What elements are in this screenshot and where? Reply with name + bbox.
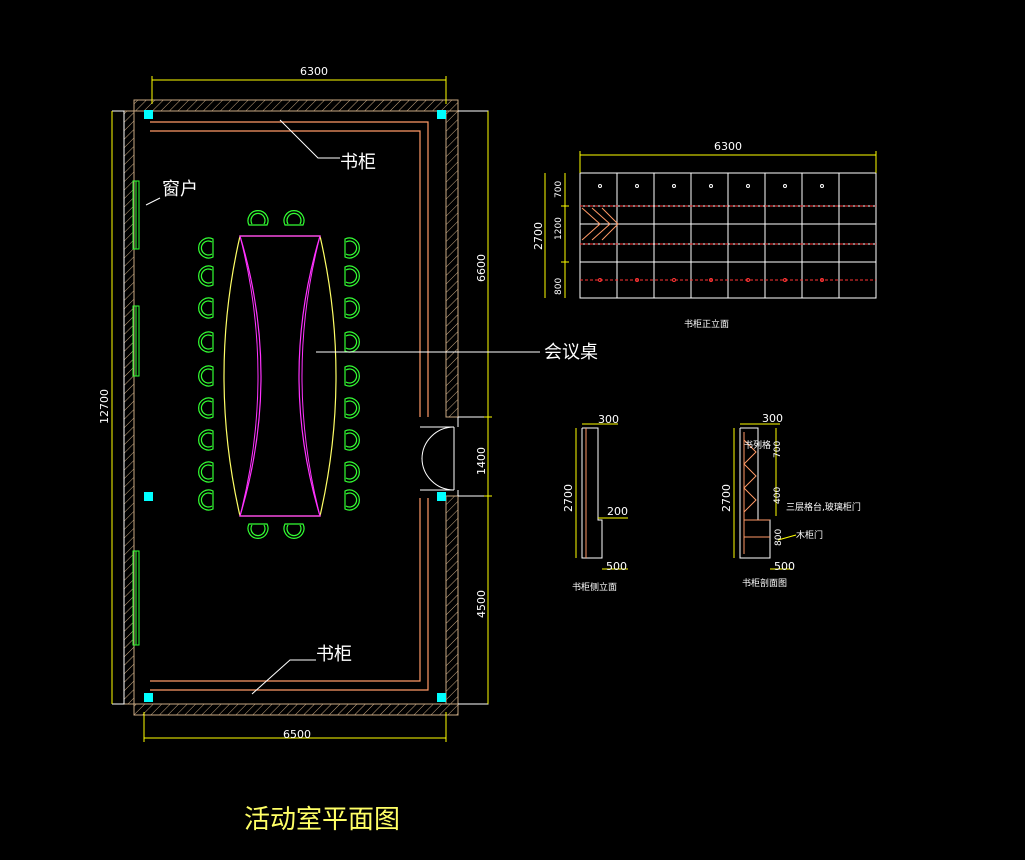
windows (132, 180, 140, 646)
plan-dim-left: 12700 (98, 389, 111, 424)
section-dim-upper: 700 (773, 441, 783, 458)
side-dim-base: 500 (606, 560, 627, 573)
plan-title: 活动室平面图 (244, 805, 400, 835)
chair-icon (247, 210, 269, 226)
label-bookcase-bottom: 书柜 (316, 644, 352, 665)
bookcase-section: 300 2700 700 400 800 500 书列格 三层格台,玻璃柜门 木… (720, 412, 861, 589)
section-note-door: 木柜门 (796, 529, 823, 541)
side-dim-step: 200 (607, 505, 628, 518)
chair-icon (198, 365, 214, 387)
section-note-shelf: 三层格台,玻璃柜门 (786, 501, 861, 513)
floor-plan: 6300 6500 12700 6600 1400 4500 书柜 窗户 会议桌… (98, 65, 598, 835)
side-dim-top: 300 (598, 413, 619, 426)
chair-icon (198, 237, 214, 259)
plan-dimensions (111, 76, 492, 742)
section-dim-height: 2700 (720, 484, 733, 512)
section-note-upper: 书列格 (744, 439, 771, 451)
chair-icon (198, 489, 214, 511)
side-elevation-title: 书柜侧立面 (572, 581, 617, 593)
bookcase-lines (150, 121, 429, 691)
section-dim-middle: 400 (773, 487, 783, 504)
chair-icon (344, 297, 360, 319)
chair-icon (344, 265, 360, 287)
conference-table (223, 235, 337, 517)
chair-icon (344, 237, 360, 259)
chair-icon (198, 297, 214, 319)
plan-dim-right-lower: 4500 (475, 590, 488, 618)
chair-icon (198, 397, 214, 419)
front-dim-bottom-band: 800 (554, 278, 564, 295)
bookcase-front-elevation: 6300 2700 700 1200 800 书柜正立面 (532, 140, 877, 330)
label-window: 窗户 (162, 179, 198, 200)
door-swing (420, 417, 459, 496)
chair-icon (344, 489, 360, 511)
chair-icon (344, 461, 360, 483)
plan-dim-right-upper: 6600 (475, 254, 488, 282)
chairs (198, 210, 360, 539)
section-dim-lower: 800 (774, 529, 784, 546)
plan-walls (123, 99, 459, 716)
chair-icon (198, 429, 214, 451)
columns (144, 110, 446, 702)
chair-icon (247, 523, 269, 539)
chair-icon (344, 429, 360, 451)
label-bookcase-top: 书柜 (340, 152, 376, 173)
plan-dim-bottom: 6500 (283, 728, 311, 741)
side-dim-height: 2700 (562, 484, 575, 512)
chair-icon (283, 210, 305, 226)
chair-icon (344, 365, 360, 387)
section-dim-base: 500 (774, 560, 795, 573)
section-title: 书柜剖面图 (742, 577, 787, 589)
front-dim-top-band: 700 (554, 181, 564, 198)
front-elevation-title: 书柜正立面 (684, 318, 729, 330)
chair-icon (344, 331, 360, 353)
plan-leaders (145, 119, 540, 695)
front-dim-mid-band: 1200 (554, 217, 564, 240)
chair-icon (198, 265, 214, 287)
chair-icon (198, 461, 214, 483)
label-conference-table: 会议桌 (544, 342, 598, 363)
front-dim-total: 2700 (532, 222, 545, 250)
section-dim-top: 300 (762, 412, 783, 425)
chair-icon (283, 523, 305, 539)
plan-dim-right-door: 1400 (475, 447, 488, 475)
bookcase-side-elevation: 300 2700 200 500 书柜侧立面 (562, 413, 628, 593)
plan-dim-top: 6300 (300, 65, 328, 78)
chair-icon (198, 331, 214, 353)
chair-icon (344, 397, 360, 419)
front-dim-width: 6300 (714, 140, 742, 153)
